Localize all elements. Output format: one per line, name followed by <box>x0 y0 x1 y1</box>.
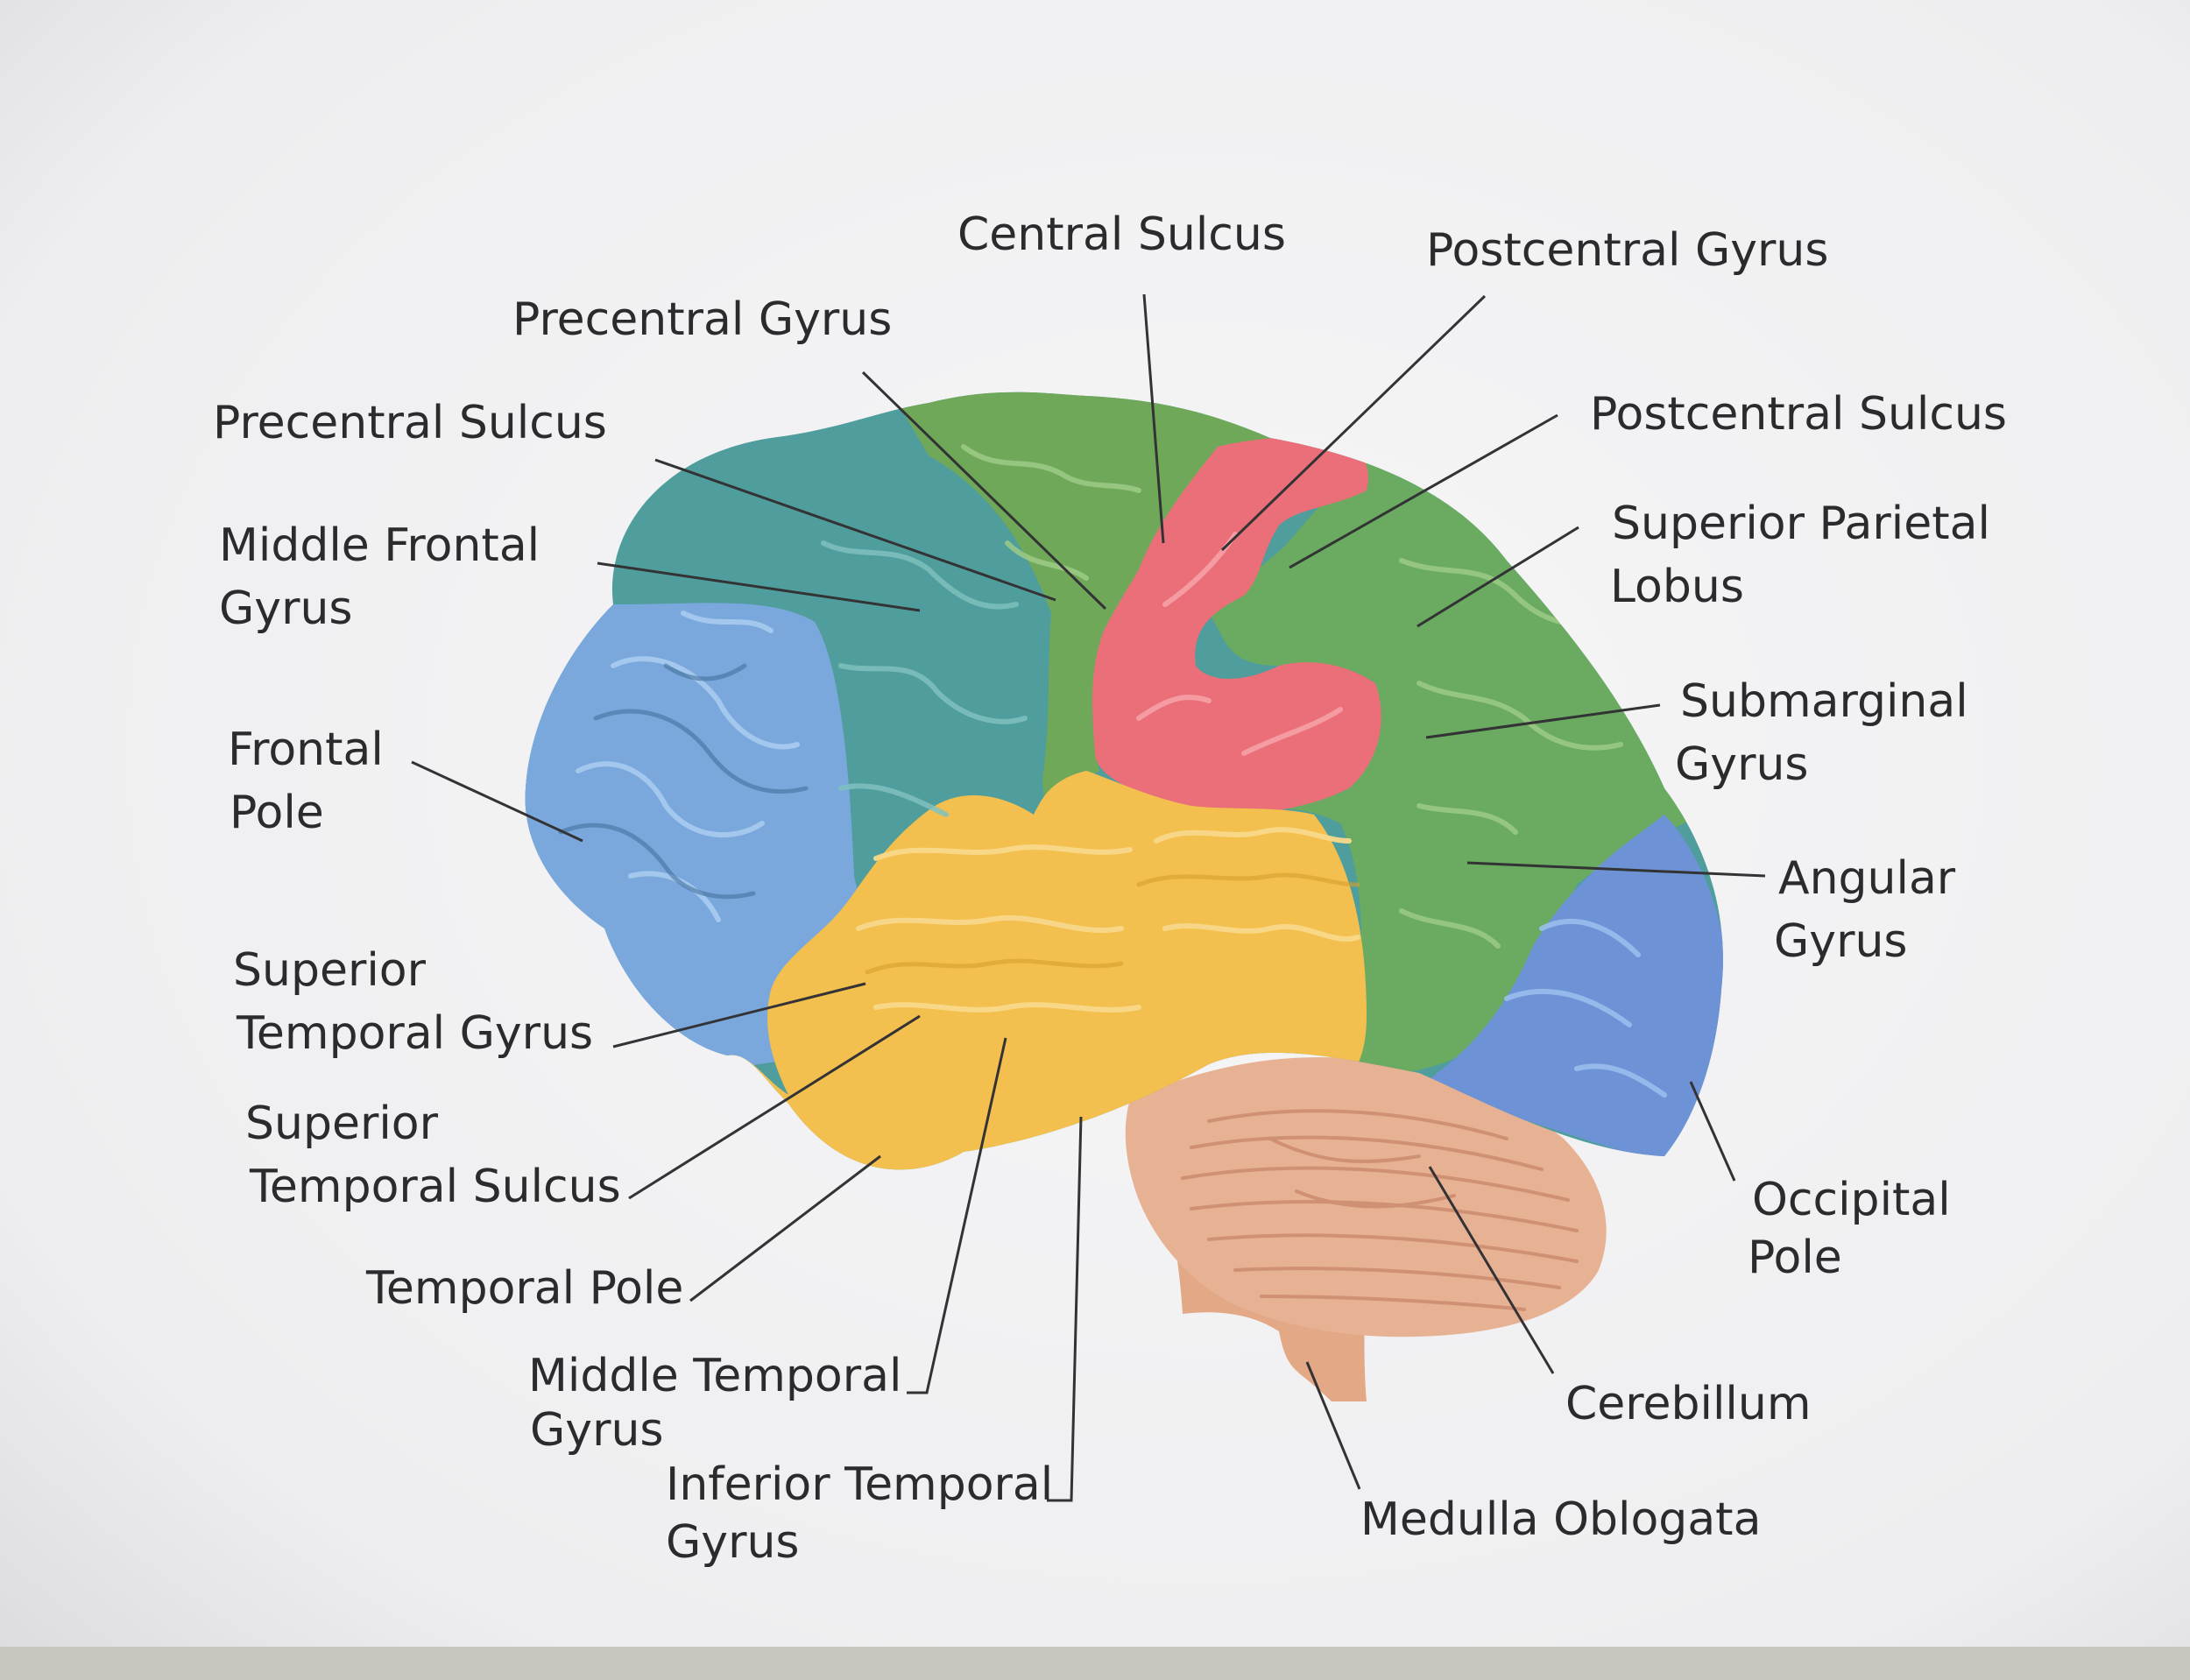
label-superior-parietal-lobus-line1: Superior Parietal <box>1612 498 1990 550</box>
label-medulla-oblogata: Medulla Oblogata <box>1360 1493 1761 1546</box>
leader-central-sulcus <box>1142 293 1165 544</box>
label-occipital-pole-line2: Pole <box>1748 1232 1842 1284</box>
label-angular-gyrus-line2: Gyrus <box>1774 915 1908 968</box>
label-superior-temporal-sulcus-line1: Superior <box>245 1098 439 1150</box>
label-superior-parietal-lobus-line2: Lobus <box>1610 561 1744 613</box>
leader-postcentral-gyrus <box>1220 294 1487 552</box>
label-middle-frontal-gyrus: Middle Frontal Gyrus <box>219 519 555 635</box>
table-edge <box>0 1647 2190 1680</box>
label-cerebillum: Cerebillum <box>1565 1378 1812 1430</box>
label-postcentral-gyrus: Postcentral Gyrus <box>1426 224 1828 277</box>
leader-precentral-sulcus <box>654 458 1056 602</box>
label-middle-frontal-gyrus-line2: Gyrus <box>219 582 353 635</box>
label-middle-frontal-gyrus-line1: Middle Frontal <box>219 519 540 572</box>
label-precentral-sulcus: Precentral Sulcus <box>213 397 607 449</box>
label-submarginal-gyrus: Submarginal Gyrus <box>1675 675 1982 791</box>
labels: Central Sulcus Postcentral Gyrus Precent… <box>213 208 2007 1569</box>
precentral-gyrus-region <box>867 392 1270 832</box>
leader-middle-temporal-gyrus <box>907 1037 1007 1394</box>
label-temporal-pole: Temporal Pole <box>365 1262 683 1315</box>
leader-cerebillum <box>1428 1166 1555 1374</box>
label-occipital-pole-line1: Occipital <box>1752 1174 1951 1226</box>
label-middle-temporal-gyrus-line2: Gyrus <box>530 1404 664 1457</box>
leader-lines <box>411 293 1766 1502</box>
leader-inferior-temporal-gyrus <box>1047 1116 1083 1502</box>
leader-superior-temporal-gyrus <box>612 982 866 1048</box>
leader-postcentral-sulcus <box>1289 413 1558 569</box>
label-superior-temporal-sulcus: Superior Temporal Sulcus <box>245 1098 621 1213</box>
cerebellum-region <box>1125 1057 1607 1338</box>
label-superior-temporal-sulcus-line2: Temporal Sulcus <box>249 1161 621 1213</box>
occipital-region <box>1419 815 1723 1165</box>
label-middle-temporal-gyrus-line1: Middle Temporal <box>528 1350 901 1402</box>
label-inferior-temporal-gyrus-line2: Gyrus <box>666 1516 800 1569</box>
label-frontal-pole: Frontal Pole <box>228 724 398 839</box>
leader-middle-frontal-gyrus <box>597 561 921 612</box>
leader-precentral-gyrus <box>861 371 1107 611</box>
leader-occipital-pole <box>1689 1081 1736 1182</box>
leader-submarginal-gyrus <box>1425 703 1661 739</box>
label-occipital-pole: Occipital Pole <box>1748 1174 1965 1284</box>
label-superior-parietal-lobus: Superior Parietal Lobus <box>1610 498 2004 613</box>
label-submarginal-gyrus-line2: Gyrus <box>1675 738 1809 791</box>
label-superior-temporal-gyrus-line1: Superior <box>233 944 427 997</box>
label-submarginal-gyrus-line1: Submarginal <box>1680 675 1968 728</box>
label-precentral-gyrus: Precentral Gyrus <box>512 293 892 346</box>
leader-medulla-oblogata <box>1305 1361 1361 1490</box>
label-angular-gyrus: Angular Gyrus <box>1774 852 1970 968</box>
label-superior-temporal-gyrus-line2: Temporal Gyrus <box>236 1007 593 1060</box>
leader-temporal-pole <box>689 1154 881 1302</box>
label-postcentral-sulcus: Postcentral Sulcus <box>1590 388 2007 441</box>
label-central-sulcus: Central Sulcus <box>957 208 1286 261</box>
postcentral-gyrus-region <box>1092 434 1381 815</box>
label-angular-gyrus-line1: Angular <box>1778 852 1956 905</box>
leader-angular-gyrus <box>1466 861 1766 878</box>
leader-superior-temporal-sulcus <box>628 1014 921 1200</box>
label-superior-temporal-gyrus: Superior Temporal Gyrus <box>233 944 593 1060</box>
label-frontal-pole-line2: Pole <box>230 787 324 839</box>
leader-superior-parietal-lobus <box>1416 526 1579 628</box>
label-middle-temporal-gyrus: Middle Temporal Gyrus <box>528 1350 916 1457</box>
label-inferior-temporal-gyrus-line1: Inferior Temporal <box>666 1458 1053 1511</box>
label-inferior-temporal-gyrus: Inferior Temporal Gyrus <box>666 1458 1068 1569</box>
label-frontal-pole-line1: Frontal <box>228 724 384 776</box>
leader-frontal-pole <box>411 760 583 843</box>
